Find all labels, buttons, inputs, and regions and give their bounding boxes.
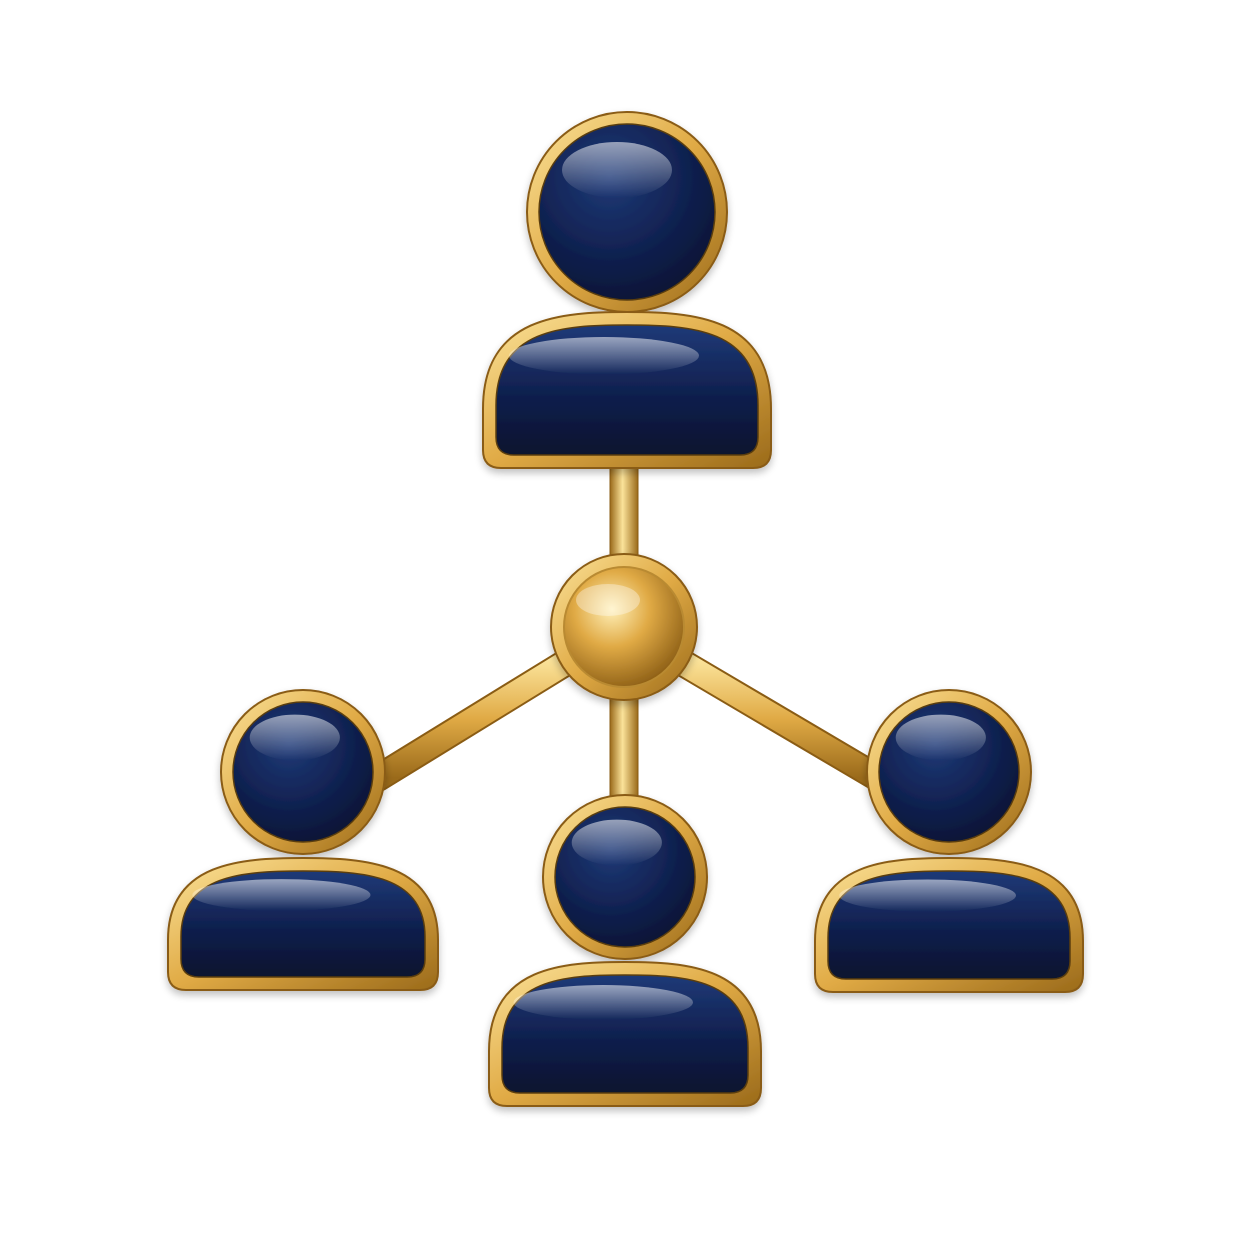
gold-hub-icon — [550, 553, 698, 701]
rod-right-shine — [666, 648, 890, 790]
person-head-gloss — [562, 142, 672, 198]
person-icon — [488, 794, 762, 1107]
person-body-gloss — [839, 879, 1016, 912]
person-body-gloss — [192, 879, 371, 911]
person-head-gloss — [249, 714, 340, 761]
person-icon — [167, 689, 439, 991]
rod-left-shine — [366, 648, 582, 790]
person-icon — [814, 689, 1084, 993]
person-group — [167, 111, 1084, 1107]
connector-rods — [364, 461, 892, 809]
rod-bottom — [609, 679, 639, 809]
person-body-gloss — [513, 985, 693, 1020]
person-head-gloss — [571, 819, 662, 866]
person-body-gloss — [508, 336, 699, 375]
person-head-gloss — [895, 714, 986, 761]
person-icon — [482, 111, 772, 469]
